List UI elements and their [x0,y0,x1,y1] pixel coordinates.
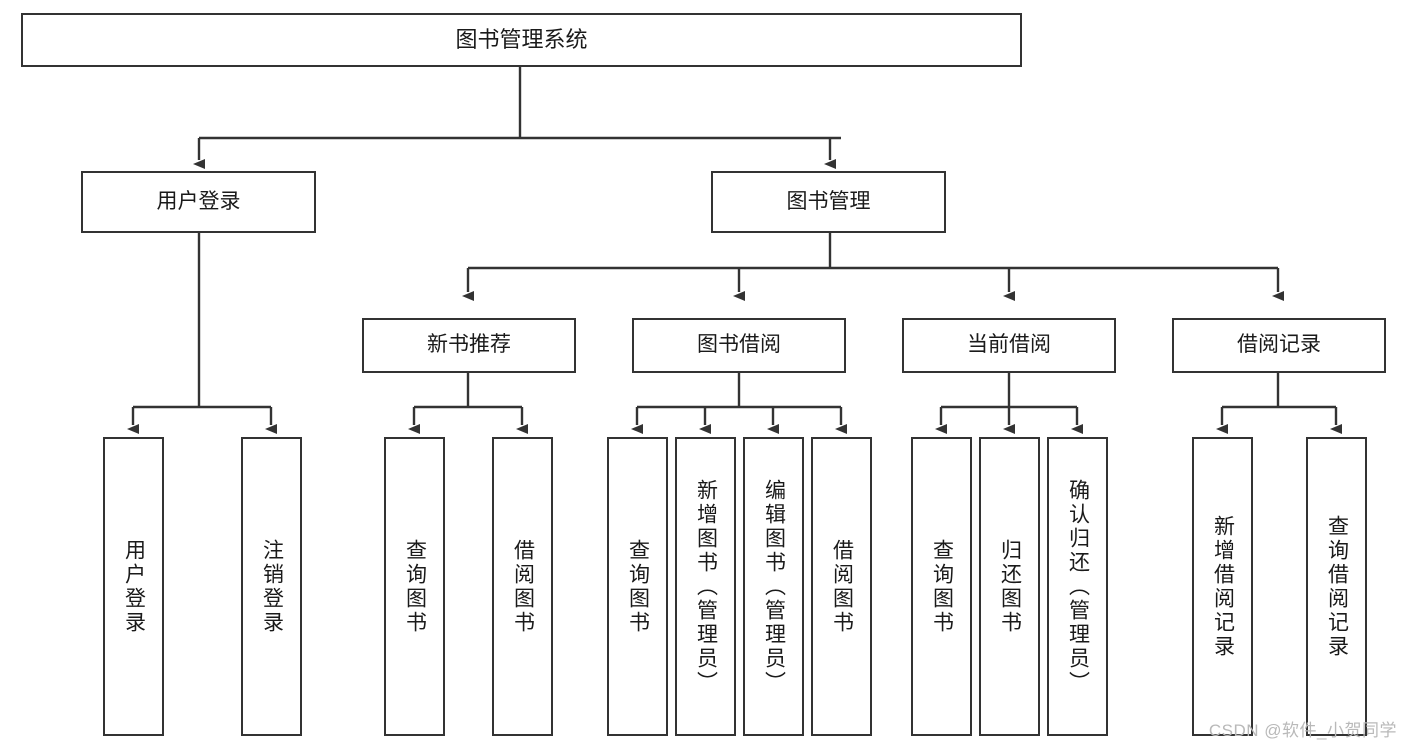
node-book-admin-label: 图书管理 [786,189,871,213]
node-user-login[interactable]: 用户登录 [81,171,316,233]
node-current-borrow-label: 当前借阅 [967,333,1051,357]
node-leaf-return-book[interactable]: 归还图书 [979,437,1040,736]
node-leaf-edit-book[interactable]: 编辑图书（管理员） [743,437,804,736]
node-borrow-record[interactable]: 借阅记录 [1172,318,1386,373]
node-leaf-add-book[interactable]: 新增图书（管理员） [675,437,736,736]
node-leaf-add-record-label: 新增借阅记录 [1211,514,1235,659]
node-leaf-query-record-label: 查询借阅记录 [1325,514,1349,659]
node-leaf-add-record[interactable]: 新增借阅记录 [1192,437,1253,736]
node-book-borrow-label: 图书借阅 [697,333,781,357]
node-current-borrow[interactable]: 当前借阅 [902,318,1116,373]
node-leaf-borrow-book-1[interactable]: 借阅图书 [492,437,553,736]
node-leaf-query-book-2[interactable]: 查询图书 [607,437,668,736]
watermark-text: CSDN @软件_小贺同学 [1208,721,1397,740]
node-user-login-label: 用户登录 [156,189,241,213]
node-new-book-rec-label: 新书推荐 [427,333,511,357]
node-leaf-edit-book-label: 编辑图书（管理员） [762,478,786,695]
node-leaf-user-logout-label: 注销登录 [260,538,284,635]
node-leaf-query-record[interactable]: 查询借阅记录 [1306,437,1367,736]
node-leaf-user-login[interactable]: 用户登录 [103,437,164,736]
node-leaf-borrow-book-1-label: 借阅图书 [511,538,535,635]
node-book-admin[interactable]: 图书管理 [711,171,946,233]
node-leaf-user-logout[interactable]: 注销登录 [241,437,302,736]
node-leaf-borrow-book-2-label: 借阅图书 [830,538,854,635]
node-root[interactable]: 图书管理系统 [21,13,1022,67]
node-leaf-confirm-return-label: 确认归还（管理员） [1066,478,1090,695]
node-leaf-query-book-3-label: 查询图书 [930,538,954,635]
node-leaf-add-book-label: 新增图书（管理员） [694,478,718,695]
node-root-label: 图书管理系统 [455,27,588,53]
node-new-book-rec[interactable]: 新书推荐 [362,318,576,373]
node-leaf-query-book-1-label: 查询图书 [403,538,427,635]
node-leaf-return-book-label: 归还图书 [998,538,1022,635]
node-leaf-query-book-2-label: 查询图书 [626,538,650,635]
node-leaf-borrow-book-2[interactable]: 借阅图书 [811,437,872,736]
node-leaf-confirm-return[interactable]: 确认归还（管理员） [1047,437,1108,736]
node-leaf-query-book-1[interactable]: 查询图书 [384,437,445,736]
node-book-borrow[interactable]: 图书借阅 [632,318,846,373]
node-borrow-record-label: 借阅记录 [1237,333,1321,357]
node-leaf-query-book-3[interactable]: 查询图书 [911,437,972,736]
node-leaf-user-login-label: 用户登录 [122,538,146,635]
